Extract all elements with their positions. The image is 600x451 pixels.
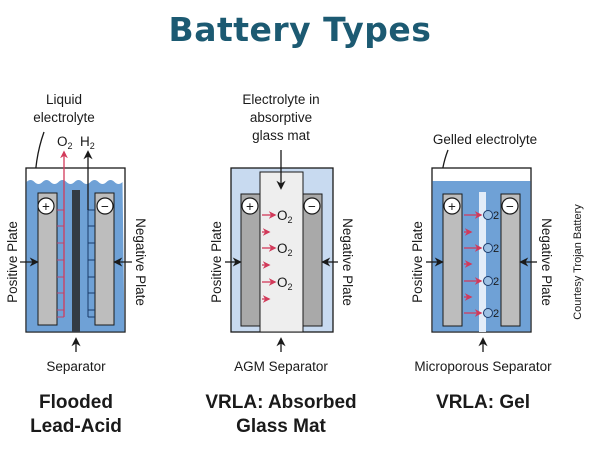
negative-symbol: − bbox=[101, 199, 109, 214]
oxygen-sub-label: 2 bbox=[493, 276, 499, 288]
panel-gel: Gelled electrolyte + − 2 2 2 2 bbox=[410, 132, 554, 413]
oxygen-sub-label: 2 bbox=[493, 210, 499, 222]
panel-flooded: Liquid electrolyte O2 H2 + − bbox=[5, 92, 148, 437]
microporous-separator bbox=[479, 192, 486, 332]
oxygen-sub-label: 2 bbox=[493, 243, 499, 255]
oxygen-flow-arrows bbox=[262, 211, 277, 303]
flooded-top-label-1: Liquid bbox=[46, 92, 82, 107]
gel-positive-label: Positive Plate bbox=[410, 221, 425, 303]
negative-symbol: − bbox=[308, 199, 316, 214]
negative-symbol: − bbox=[506, 199, 514, 214]
agm-negative-label: Negative Plate bbox=[340, 218, 355, 306]
oxygen-sub-label: 2 bbox=[493, 308, 499, 320]
negative-terminal-icon bbox=[96, 197, 114, 215]
flooded-negative-label: Negative Plate bbox=[133, 218, 148, 306]
flooded-name-line-2: Lead-Acid bbox=[30, 416, 122, 437]
positive-terminal-icon bbox=[241, 197, 259, 215]
credit-label: Courtesy Trojan Battery bbox=[572, 204, 584, 320]
oxygen-label: O2 bbox=[277, 241, 293, 258]
positive-symbol: + bbox=[448, 199, 456, 214]
agm-top-label-3: glass mat bbox=[252, 128, 310, 143]
agm-positive-label: Positive Plate bbox=[209, 221, 224, 303]
oxygen-label: O2 bbox=[277, 208, 293, 225]
gel-separator-label: Microporous Separator bbox=[414, 359, 552, 374]
page-title: Battery Types bbox=[168, 10, 432, 49]
flooded-positive-label: Positive Plate bbox=[5, 221, 20, 303]
agm-name-line-2: Glass Mat bbox=[236, 416, 326, 437]
oxygen-flow-arrows bbox=[464, 211, 483, 317]
o2-gas-label: O2 bbox=[57, 134, 73, 151]
positive-terminal-icon bbox=[443, 197, 461, 215]
panel-agm: Electrolyte in absorptive glass mat + − … bbox=[205, 92, 356, 437]
agm-separator-label: AGM Separator bbox=[234, 359, 328, 374]
positive-symbol: + bbox=[246, 199, 254, 214]
gel-negative-label: Negative Plate bbox=[539, 218, 554, 306]
oxygen-label: O2 bbox=[277, 275, 293, 292]
agm-top-label-1: Electrolyte in bbox=[242, 92, 319, 107]
agm-name-line-1: VRLA: Absorbed bbox=[205, 392, 356, 413]
agm-top-label-2: absorptive bbox=[250, 110, 312, 125]
negative-terminal-icon bbox=[501, 197, 519, 215]
positive-symbol: + bbox=[42, 199, 50, 214]
flooded-separator bbox=[72, 190, 80, 332]
oxygen-bubbles bbox=[483, 210, 493, 318]
flooded-top-label-2: electrolyte bbox=[33, 110, 95, 125]
negative-plate-grid bbox=[87, 209, 95, 318]
flooded-name-line-1: Flooded bbox=[39, 392, 113, 413]
gel-top-label: Gelled electrolyte bbox=[433, 132, 537, 147]
gel-name-line-1: VRLA: Gel bbox=[436, 392, 530, 413]
negative-terminal-icon bbox=[303, 197, 321, 215]
h2-gas-label: H2 bbox=[80, 134, 95, 151]
positive-terminal-icon bbox=[37, 197, 55, 215]
absorbed-glass-mat bbox=[259, 171, 304, 333]
flooded-separator-label: Separator bbox=[46, 359, 106, 374]
